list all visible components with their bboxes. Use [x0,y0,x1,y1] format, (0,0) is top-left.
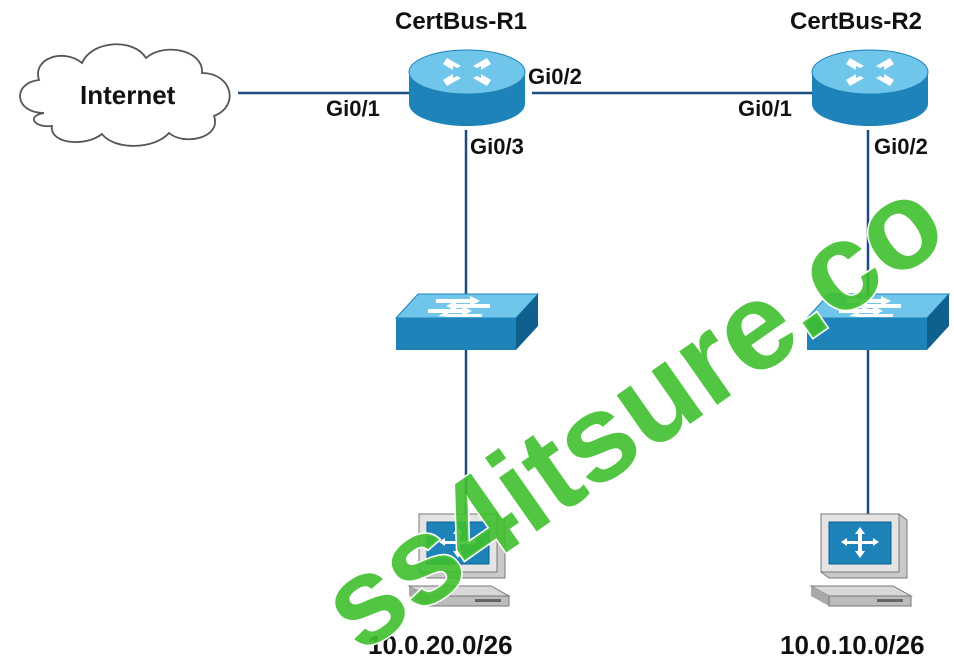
internet-cloud-icon [19,43,231,147]
r1-interface-gi03: Gi0/3 [470,134,524,159]
internet-label: Internet [80,80,176,110]
pc-2-icon [809,513,913,607]
r1-interface-gi01: Gi0/1 [326,96,380,121]
subnet-label-pc1: 10.0.20.0/26 [368,630,513,660]
r2-interface-gi01: Gi0/1 [738,96,792,121]
router-r1-icon [408,49,526,126]
switch-1-icon [394,293,540,350]
router-r2-label: CertBus-R2 [790,8,923,35]
router-r1-label: CertBus-R1 [395,8,528,35]
r1-interface-gi02: Gi0/2 [528,64,582,89]
pc-1-icon [407,513,511,607]
r2-interface-gi02: Gi0/2 [874,134,928,159]
switch-2-icon [805,293,951,350]
router-r2-icon [811,49,929,126]
subnet-label-pc2: 10.0.10.0/26 [780,630,925,660]
